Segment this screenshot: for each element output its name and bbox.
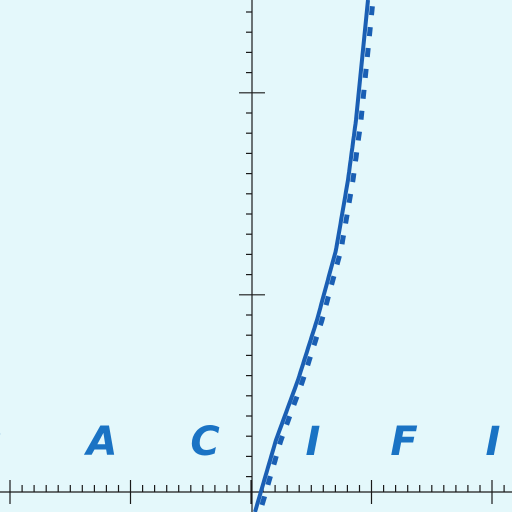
- ocean-label-letter: F: [390, 419, 417, 465]
- ocean-label-letter: A: [84, 419, 118, 465]
- boundary-dash-line: [259, 0, 376, 506]
- parallel-ticks: [9, 480, 505, 504]
- ocean-label: PACIFIC: [0, 419, 501, 465]
- ocean-label-letter: I: [486, 419, 501, 465]
- ocean-label-letter: C: [190, 419, 219, 465]
- meridian-ticks: [239, 11, 265, 478]
- boundary-main-line: [253, 0, 370, 512]
- ocean-label-letter: P: [0, 419, 1, 465]
- ocean-label-letter: I: [306, 419, 321, 465]
- boundary-line: [253, 0, 376, 512]
